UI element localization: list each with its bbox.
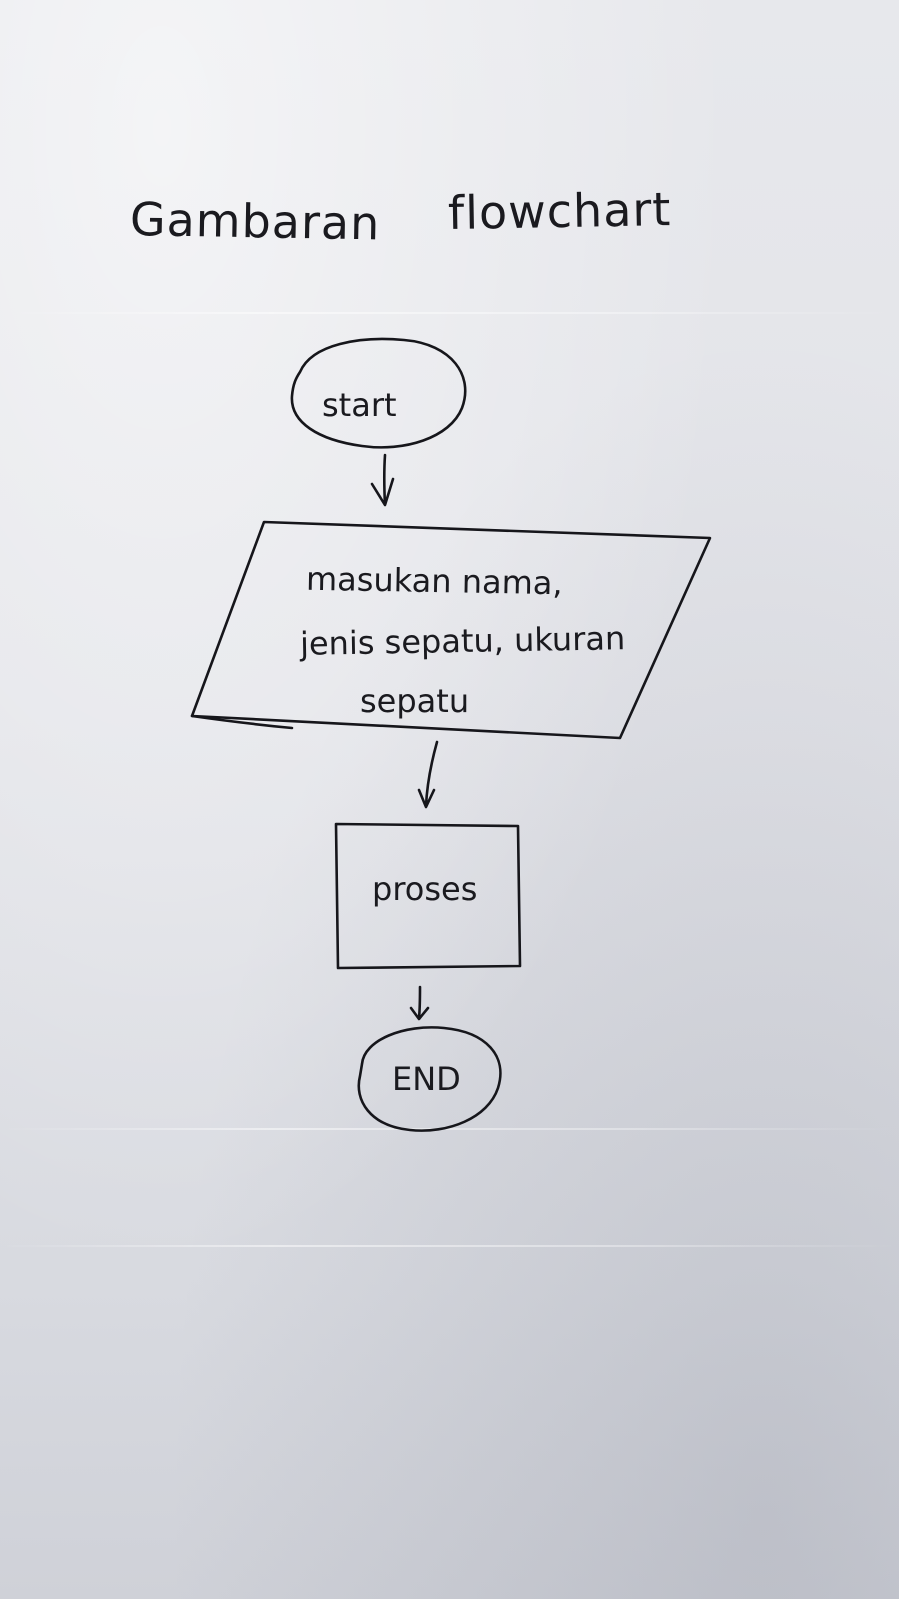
input-node-label-line-1: masukan nama, [305,559,563,603]
diagram-title-right: flowchart [447,182,672,240]
input-node-label-line-3: sepatu [360,682,470,720]
input-parallelogram-shape [190,520,712,740]
input-node-label-line-2: jenis sepatu, ukuran [299,619,626,663]
end-node-label: END [392,1060,461,1098]
arrow-start-to-input [370,453,395,507]
diagram-title-left: Gambaran [129,192,381,251]
arrow-process-to-end [409,985,430,1021]
paper-fold-line [0,312,899,314]
arrow-input-to-process [417,740,439,809]
process-rectangle-shape [334,822,522,970]
paper-fold-line [0,1128,899,1130]
start-node-label: start [322,386,397,424]
process-node-label: proses [372,870,478,908]
input-parallelogram-smudge [190,714,294,730]
end-terminator-shape [357,1026,502,1132]
paper-fold-line [0,1245,899,1247]
start-terminator-shape [290,337,467,449]
